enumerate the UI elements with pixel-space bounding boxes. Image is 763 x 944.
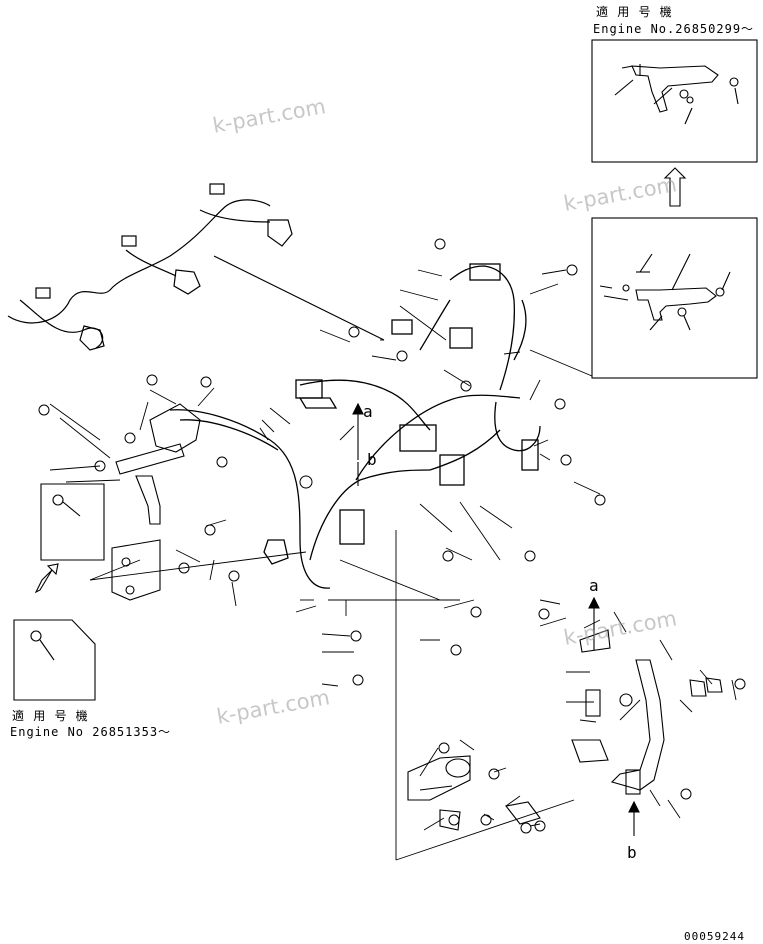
- left-inset-applicable-label: 適 用 号 機: [12, 709, 89, 723]
- main-harness: [169, 263, 541, 589]
- left-bracket: [111, 403, 201, 601]
- leader-lines: [49, 269, 737, 861]
- view-label-b-right: b: [627, 843, 637, 862]
- top-inset-engine-label: Engine No.26850299～: [593, 22, 755, 36]
- view-arrow-b-right: [628, 800, 640, 836]
- inset-box-mid: [591, 217, 758, 379]
- inset-box-top: [591, 39, 758, 163]
- bottom-center-bracket: [407, 755, 541, 831]
- drawing-number: 00059244: [684, 930, 745, 943]
- sensor-harness: [7, 183, 385, 351]
- bottom-right-bracket: [571, 629, 723, 795]
- inset-box-left: [13, 619, 96, 701]
- view-label-b-center: b: [367, 450, 377, 469]
- down-left-arrow-icon: [34, 563, 59, 594]
- bolt-symbols: [38, 238, 746, 834]
- bracket-mid-inset: [599, 253, 731, 331]
- inset-box-left-upper: [40, 483, 105, 561]
- view-arrow-a-center: [352, 402, 364, 460]
- view-label-a-center: a: [363, 402, 373, 421]
- left-inset-engine-label: Engine No 26851353～: [10, 725, 172, 739]
- bracket-top-inset: [614, 64, 739, 125]
- top-inset-applicable-label: 適 用 号 機: [596, 5, 673, 19]
- up-arrow-icon: [663, 167, 687, 207]
- view-arrow-a-right: [588, 596, 600, 650]
- view-label-a-right: a: [589, 576, 599, 595]
